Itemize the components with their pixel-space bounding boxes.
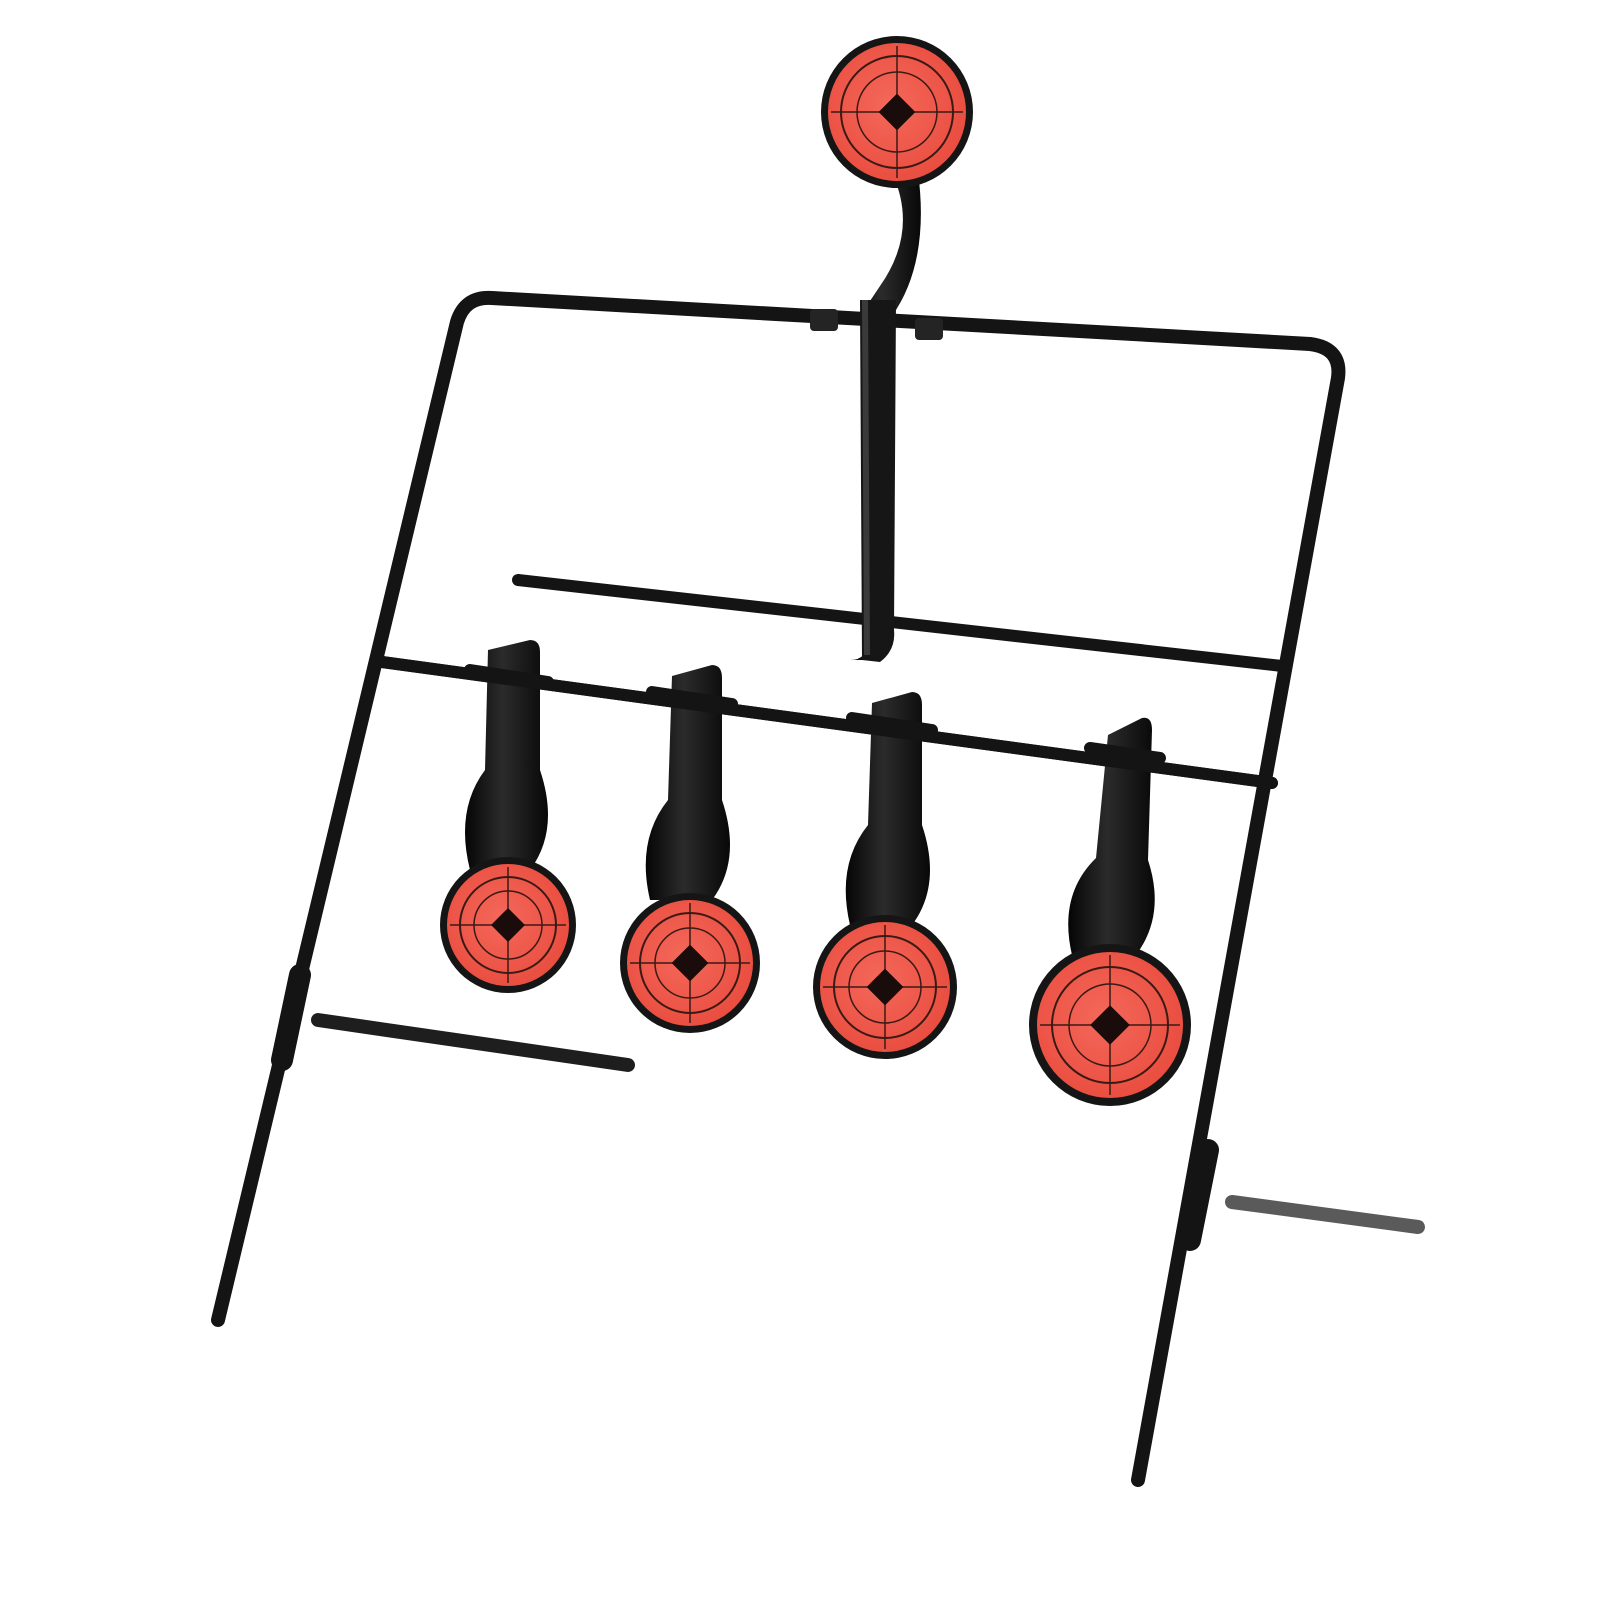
hanging-paddle-4[interactable]: [1068, 717, 1166, 955]
hanging-target-2[interactable]: [620, 893, 760, 1033]
left-ground-spike: [311, 1013, 635, 1072]
ground-spikes: [311, 1013, 1425, 1234]
top-bar-bushings: [810, 309, 943, 340]
frame-wire: [211, 290, 1346, 1487]
top-reset-paddle[interactable]: [850, 172, 921, 662]
hanging-target-3[interactable]: [813, 915, 957, 1059]
reset-crossbar: [512, 574, 1288, 672]
right-leg-sleeve: [1179, 1139, 1219, 1251]
hanging-target-1[interactable]: [440, 857, 576, 993]
hanging-target-4[interactable]: [1029, 944, 1191, 1106]
lower-crossbar-front: [376, 656, 1278, 789]
left-leg-sleeve: [271, 964, 311, 1071]
right-ground-spike: [1225, 1195, 1425, 1234]
top-reset-target[interactable]: [821, 36, 973, 188]
hanging-paddle-3[interactable]: [845, 692, 938, 925]
